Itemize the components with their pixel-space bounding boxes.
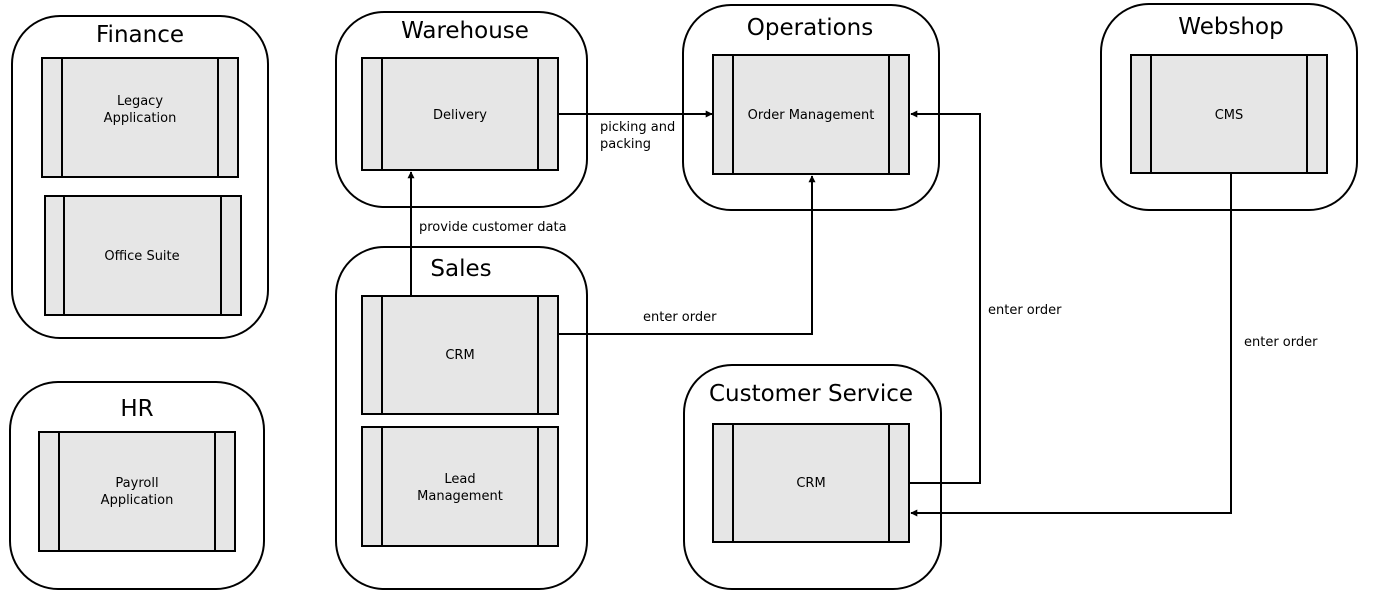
group-hr-title: HR: [120, 396, 153, 422]
group-sales-title: Sales: [430, 256, 491, 282]
system-delivery[interactable]: Delivery: [361, 57, 559, 171]
connection-label: enter order: [643, 310, 717, 325]
connection-delivery-to-order-management: picking and packing: [558, 110, 713, 152]
connection-cs-crm-to-order-management: enter order: [909, 110, 1062, 484]
system-customer-service-crm-box: [712, 423, 910, 543]
system-office-suite-box: [44, 195, 242, 316]
system-delivery-label: Delivery: [433, 108, 487, 123]
system-legacy-application[interactable]: Legacy Application: [41, 57, 239, 178]
system-legacy-application-box: [41, 57, 239, 178]
connector-arrow: [558, 175, 816, 335]
system-order-management-box: [712, 54, 910, 175]
system-legacy-application-label-2: Application: [104, 111, 177, 126]
system-payroll-application[interactable]: Payroll Application: [38, 431, 236, 552]
system-payroll-application-box: [38, 431, 236, 552]
system-payroll-application-label-2: Application: [101, 493, 174, 508]
system-lead-management[interactable]: Lead Management: [361, 426, 559, 547]
system-lead-management-label-1: Lead: [444, 472, 475, 487]
system-office-suite-label: Office Suite: [104, 249, 179, 264]
system-legacy-application-label-1: Legacy: [117, 94, 163, 109]
group-webshop-title: Webshop: [1178, 14, 1283, 40]
group-finance-title: Finance: [96, 22, 184, 48]
connection-label: enter order: [988, 303, 1062, 318]
system-customer-service-crm-label: CRM: [796, 476, 825, 491]
system-order-management-label: Order Management: [748, 108, 875, 123]
connection-label: enter order: [1244, 335, 1318, 350]
group-warehouse-title: Warehouse: [401, 18, 529, 44]
system-office-suite[interactable]: Office Suite: [44, 195, 242, 316]
system-payroll-application-label-1: Payroll: [115, 476, 158, 491]
system-cms-box: [1130, 54, 1328, 174]
system-lead-management-box: [361, 426, 559, 547]
system-cms[interactable]: CMS: [1130, 54, 1328, 174]
system-sales-crm-box: [361, 295, 559, 415]
connection-cms-to-cs-crm: enter order: [910, 173, 1318, 517]
system-sales-crm[interactable]: CRM: [361, 295, 559, 415]
connection-label-line-2: packing: [600, 137, 651, 152]
system-sales-crm-label: CRM: [445, 348, 474, 363]
connector-arrow: [909, 110, 981, 484]
system-order-management[interactable]: Order Management: [712, 54, 910, 175]
system-customer-service-crm[interactable]: CRM: [712, 423, 910, 543]
connection-sales-crm-to-delivery: provide customer data: [407, 171, 567, 296]
connection-label-line-1: picking and: [600, 120, 675, 135]
connection-sales-crm-to-order-management: enter order: [558, 175, 816, 335]
group-customer-service-title: Customer Service: [709, 381, 913, 407]
connection-label: provide customer data: [419, 220, 567, 235]
system-cms-label: CMS: [1215, 108, 1244, 123]
group-operations-title: Operations: [747, 15, 873, 41]
connector-arrow: [910, 173, 1232, 517]
system-lead-management-label-2: Management: [417, 489, 503, 504]
